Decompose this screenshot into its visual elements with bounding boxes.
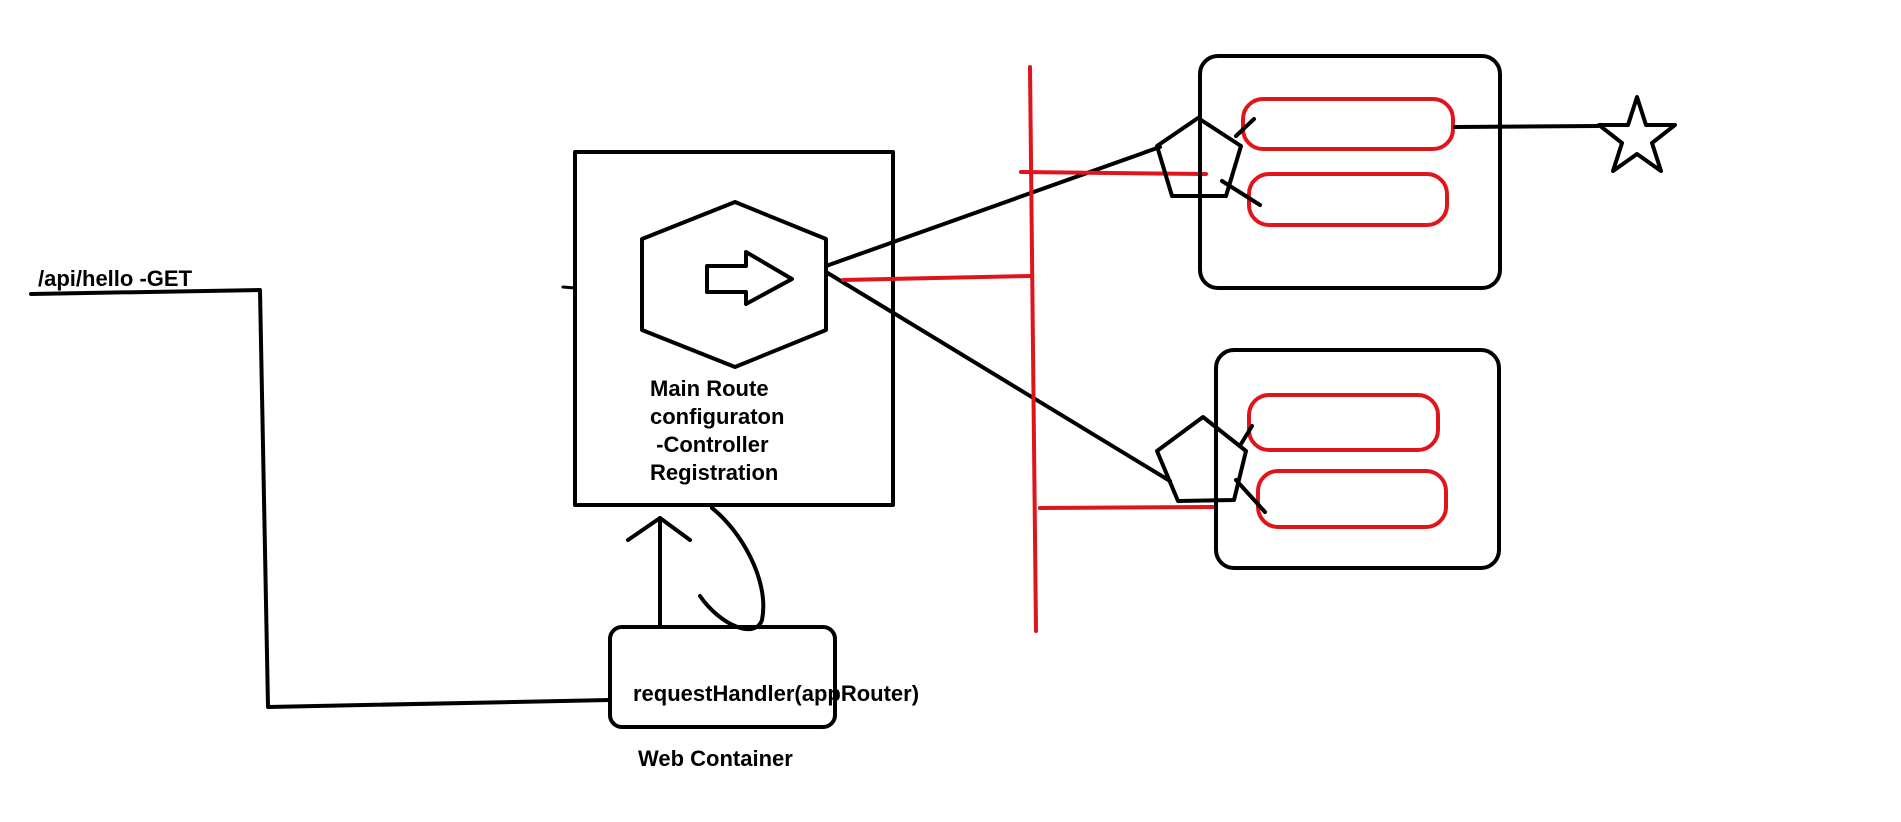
pentagon-tick-2b [1234, 478, 1267, 514]
pentagon-tick-1b [1220, 179, 1262, 207]
connector-line-1 [824, 145, 1162, 268]
red-bus-branch-mid [841, 274, 1032, 282]
main-route-line-2: configuraton [650, 404, 785, 429]
pentagon-icon [1155, 415, 1248, 503]
route-label: /api/hello -GET [38, 266, 193, 291]
up-arrow-head [626, 516, 692, 542]
red-bus-branch-bottom [1038, 505, 1215, 510]
hexagon-arrow-icon [640, 200, 828, 369]
loop-curve [698, 506, 766, 632]
main-route-line-1: Main Route [650, 376, 769, 401]
arrow-icon [705, 250, 794, 306]
main-route-box [573, 150, 895, 507]
request-path-line [29, 288, 612, 709]
method-pill-1 [1241, 97, 1455, 151]
main-route-box-tick [561, 285, 577, 290]
request-handler-label: requestHandler(appRouter) [633, 681, 920, 706]
red-bus-branch-top [1019, 170, 1208, 176]
main-route-line-3: -Controller [650, 432, 769, 457]
controller-box-top [1198, 54, 1502, 290]
method-pill-2 [1247, 172, 1449, 227]
web-container-label: Web Container [638, 746, 793, 771]
method-pill-3 [1247, 393, 1440, 452]
connector-line-2 [824, 270, 1172, 483]
red-bus-vertical [1028, 65, 1038, 633]
method-pill-4 [1256, 469, 1448, 529]
pentagon-tick-2a [1239, 424, 1254, 446]
main-route-label: Main Route configuraton -Controller Regi… [650, 375, 784, 487]
star-link-line [1453, 124, 1600, 129]
star-icon [1597, 95, 1677, 173]
controller-box-bottom [1214, 348, 1501, 570]
main-route-line-4: Registration [650, 460, 779, 485]
web-container-box [608, 625, 837, 729]
pentagon-icon [1155, 116, 1243, 198]
pentagon-tick-1a [1234, 117, 1256, 138]
